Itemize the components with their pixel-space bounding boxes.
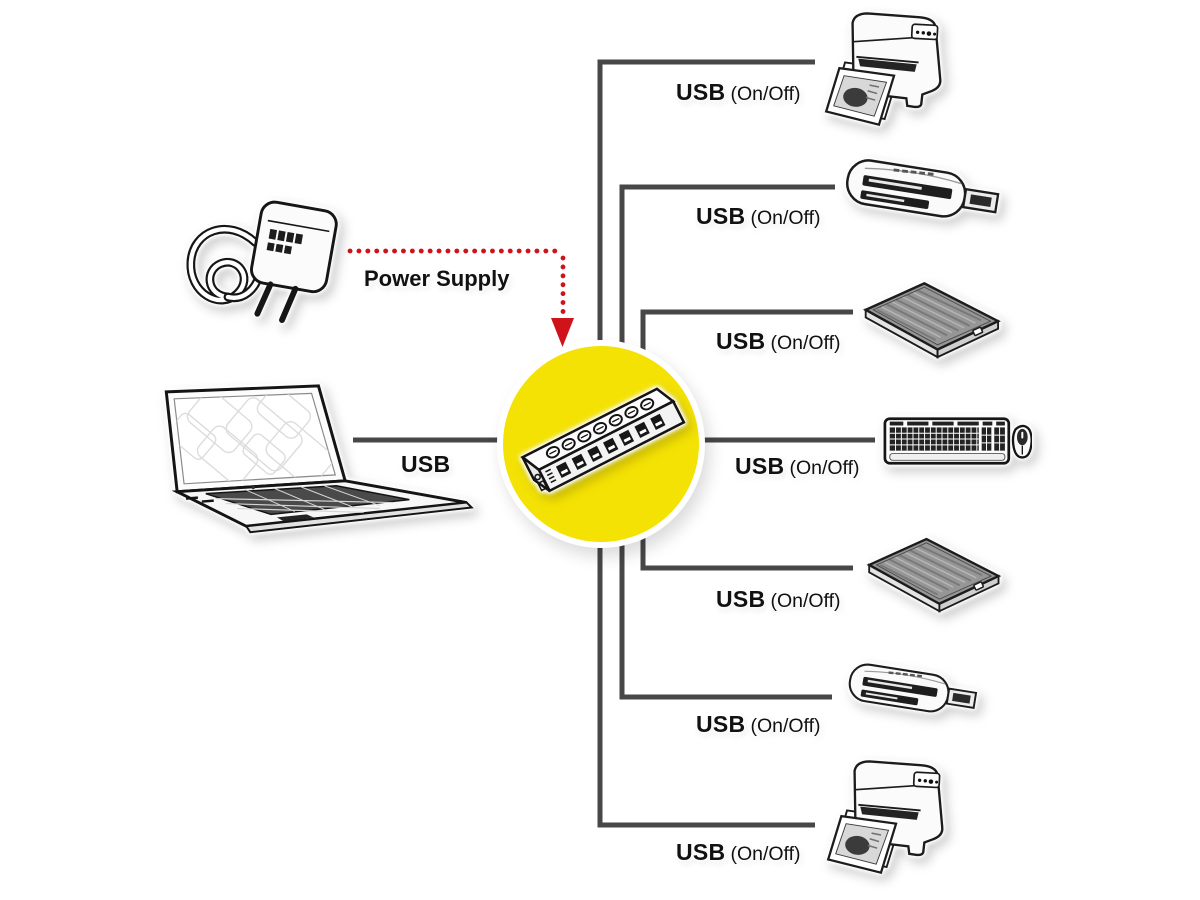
port-6-mode-text: (On/Off) — [750, 715, 821, 737]
card-reader-icon — [838, 150, 1010, 246]
port-4-label: USB(On/Off) — [735, 455, 860, 479]
port-2-usb-text: USB — [696, 203, 746, 229]
port-6-usb-text: USB — [696, 711, 746, 737]
port-1-mode-text: (On/Off) — [730, 83, 801, 105]
port-7-mode-text: (On/Off) — [730, 843, 801, 865]
port-4-mode-text: (On/Off) — [789, 457, 860, 479]
keyboard-mouse-icon — [882, 410, 1032, 470]
printer-icon — [826, 752, 968, 884]
port-6-label: USB(On/Off) — [696, 713, 821, 737]
port-3-label: USB(On/Off) — [716, 330, 841, 354]
port-5-usb-text: USB — [716, 586, 766, 612]
power-supply-dotted-arrow — [347, 248, 566, 319]
port-1-usb-text: USB — [676, 79, 726, 105]
port-2-label: USB(On/Off) — [696, 205, 821, 229]
card-reader-icon — [842, 656, 986, 736]
port-3-usb-text: USB — [716, 328, 766, 354]
port-3-mode-text: (On/Off) — [770, 332, 841, 354]
hard-drive-icon — [854, 272, 1006, 359]
power-arrow-head — [551, 318, 574, 347]
line-hub-to-port-1 — [597, 59, 815, 442]
port-7-label: USB(On/Off) — [676, 841, 801, 865]
power-adapter-icon — [181, 182, 347, 338]
host-usb-text: USB — [401, 451, 451, 477]
port-5-label: USB(On/Off) — [716, 588, 841, 612]
port-7-usb-text: USB — [676, 839, 726, 865]
usb-hub-icon — [510, 360, 696, 517]
hard-drive-icon — [858, 528, 1006, 613]
port-4-usb-text: USB — [735, 453, 785, 479]
line-hub-to-port-7 — [597, 442, 815, 828]
port-1-label: USB(On/Off) — [676, 81, 801, 105]
port-2-mode-text: (On/Off) — [750, 207, 821, 229]
host-usb-label: USB — [401, 453, 450, 476]
power-supply-label: Power Supply — [364, 266, 510, 291]
printer-icon — [824, 4, 966, 136]
port-5-mode-text: (On/Off) — [770, 590, 841, 612]
